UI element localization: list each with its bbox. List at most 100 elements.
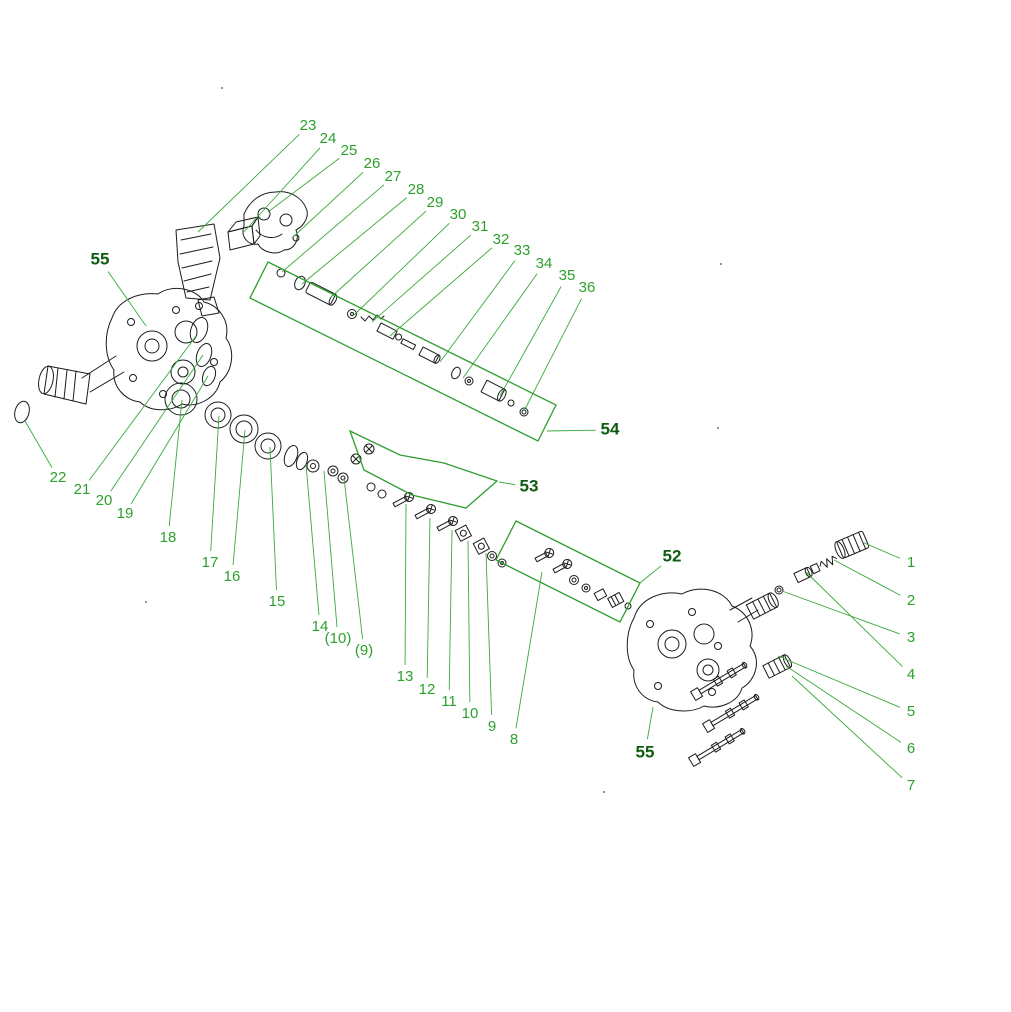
artifact-dots-shape — [145, 601, 147, 603]
left-pump-assembly-shape — [63, 369, 68, 400]
top-left-mount-cluster-shape — [257, 207, 271, 221]
top-left-mount-cluster — [175, 191, 308, 317]
screw — [552, 558, 573, 574]
top-left-mount-cluster-shape — [292, 234, 300, 242]
pump-bolt-shape — [724, 733, 735, 745]
unloader-row-shape — [451, 366, 461, 380]
top-left-mount-cluster-shape — [183, 273, 212, 282]
leader-line-callout-label-13 — [404, 503, 407, 666]
leader-line-group-label-55-3 — [107, 271, 147, 327]
leader-line-callout-label-36 — [523, 298, 582, 412]
seal-bearing-row — [164, 342, 387, 499]
callout-label-16: 16 — [224, 568, 241, 585]
cylinder-shape — [433, 354, 441, 364]
seal-bearing-row-shape — [254, 432, 282, 460]
piston-shape — [305, 281, 336, 305]
callout-label-9: 9 — [488, 718, 496, 735]
coupler-1-shape — [836, 530, 870, 559]
ribbed-fitting-shape — [773, 659, 781, 674]
artifact-dots-shape — [717, 427, 719, 429]
seal-bearing-row-shape — [195, 342, 213, 368]
left-pump-assembly-shape — [136, 330, 168, 362]
unloader-row-shape — [521, 409, 527, 415]
plug — [593, 588, 608, 602]
piston — [305, 281, 338, 306]
callout-label-6: 6 — [907, 740, 915, 757]
bolt-fitting-cluster-shape — [776, 587, 782, 593]
seal-bearing-row-shape — [260, 438, 276, 454]
artifact-dots — [145, 87, 722, 793]
pump-bolt-shape — [753, 693, 760, 701]
spring-2-shape — [809, 562, 821, 575]
callout-label-22: 22 — [50, 469, 67, 486]
screw-shape — [534, 552, 549, 563]
right-column-parts — [809, 530, 870, 575]
screw-shape — [436, 520, 452, 532]
unloader-row-shape — [507, 399, 515, 407]
screw-shape — [547, 549, 551, 557]
valve-block-shape — [454, 524, 472, 542]
leader-line-callout-label-12 — [426, 517, 431, 679]
pump-bolt — [688, 727, 746, 767]
left-pump-assembly-shape — [172, 306, 180, 314]
callout-label-12: 12 — [419, 681, 436, 698]
leader-line-callout-label-4 — [805, 571, 903, 667]
mount-pad — [197, 296, 220, 317]
seal-bearing-row-shape — [363, 443, 375, 455]
right-pump-assembly-shape — [688, 608, 696, 616]
right-pump-assembly-shape — [646, 620, 654, 628]
left-pump-assembly-shape — [144, 338, 160, 354]
screw-shape — [565, 560, 569, 568]
coupler-1-shape — [841, 538, 850, 557]
valve-body — [376, 322, 403, 341]
coupler-1-shape — [858, 531, 867, 550]
pump-bolt-shape — [726, 667, 737, 679]
pump-bolt-shape — [739, 727, 746, 735]
spring — [360, 314, 385, 322]
right-pump-assembly-shape — [702, 664, 714, 676]
seal-bearing-row-shape — [337, 472, 349, 484]
leader-line-callout-label-8 — [515, 571, 543, 729]
leader-line-callout-label-18 — [168, 399, 183, 527]
callout-label-36: 36 — [579, 279, 596, 296]
housing-seal-ring — [189, 316, 209, 344]
leader-line-callout-label-21 — [88, 335, 197, 481]
valve-block — [454, 524, 472, 542]
valve-block-shape — [472, 537, 490, 555]
callout-label-23: 23 — [300, 117, 317, 134]
leader-line-callout-label-7 — [791, 675, 903, 779]
leader-line-callout-label-29 — [329, 210, 427, 299]
outlet-fitting-row-shape — [581, 583, 591, 593]
callout-label-20: 20 — [96, 492, 113, 509]
valve-screw-cluster-shape — [500, 561, 504, 565]
screw-shape — [414, 508, 430, 520]
screw — [534, 547, 555, 563]
valve-screw-cluster-shape — [497, 558, 507, 568]
left-pump-assembly-shape — [89, 371, 125, 393]
leader-line-callout-label-24 — [241, 147, 321, 235]
outlet-fitting-row-shape — [569, 575, 579, 585]
cap-shape — [480, 379, 506, 402]
seal-bearing-row-shape — [295, 451, 309, 471]
leader-line-callout-label-25 — [267, 157, 340, 213]
left-pump-assembly-shape — [195, 302, 203, 310]
right-pump-housing — [626, 588, 757, 712]
right-pump-assembly-shape — [737, 609, 759, 623]
leader-line-callout-label-(9) — [343, 477, 364, 640]
seal-bearing-row-shape — [171, 389, 191, 409]
leader-line-callout-label-17 — [210, 415, 220, 552]
valve-block-shape — [477, 542, 485, 550]
callout-label-35: 35 — [559, 267, 576, 284]
artifact-dots-shape — [221, 87, 223, 89]
callout-label-5: 5 — [907, 703, 915, 720]
leader-line-callout-label-(10) — [323, 470, 338, 628]
seal-bearing-row-shape — [377, 489, 387, 499]
pump-bolt — [702, 693, 760, 733]
left-pump-assembly-shape — [127, 318, 135, 326]
pin — [400, 338, 417, 351]
coupler-1 — [834, 530, 870, 559]
leader-line-callout-label-10 — [467, 540, 471, 703]
leader-line-callout-label-15 — [269, 446, 277, 591]
callout-label-19: 19 — [117, 505, 134, 522]
seal-bearing-row-shape — [306, 459, 320, 473]
